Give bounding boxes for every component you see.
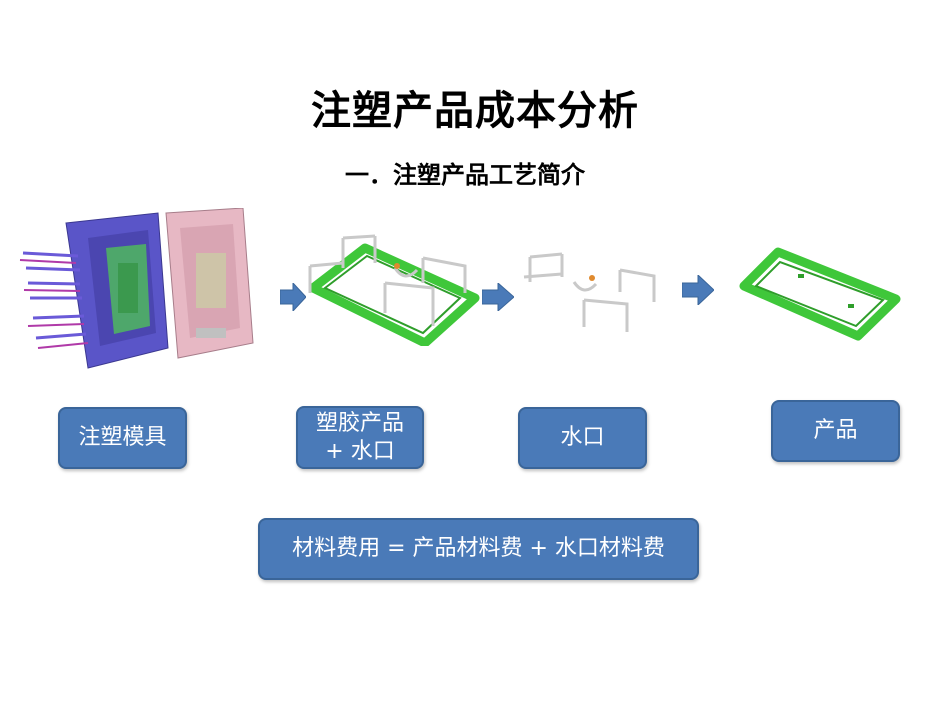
flow-arrow-2 xyxy=(482,283,514,311)
formula-text: 材料费用 = 产品材料费 + 水口材料费 xyxy=(292,536,665,561)
material-cost-formula: 材料费用 = 产品材料费 + 水口材料费 xyxy=(258,518,699,580)
runner-image xyxy=(523,252,656,332)
mold-image xyxy=(19,208,254,369)
stage-box-product-runner: 塑胶产品 + 水口 xyxy=(296,406,424,469)
stage-label: 产品 xyxy=(813,418,858,443)
stage-label: 水口 xyxy=(560,425,605,450)
stage-box-runner: 水口 xyxy=(518,407,647,469)
page-title: 注塑产品成本分析 xyxy=(311,88,639,134)
section-subtitle: 一．注塑产品工艺简介 xyxy=(345,161,585,189)
stage-label-line-2: + 水口 xyxy=(325,438,395,464)
flow-arrow-1 xyxy=(280,283,306,311)
flow-arrow-3 xyxy=(682,275,714,305)
product-image xyxy=(739,247,901,341)
stage-label: 注塑模具 xyxy=(78,425,167,450)
stage-box-mold: 注塑模具 xyxy=(58,407,187,469)
product-with-runner-image xyxy=(308,234,480,346)
stage-label-line-1: 塑胶产品 xyxy=(315,410,404,436)
stage-box-product: 产品 xyxy=(771,400,900,462)
